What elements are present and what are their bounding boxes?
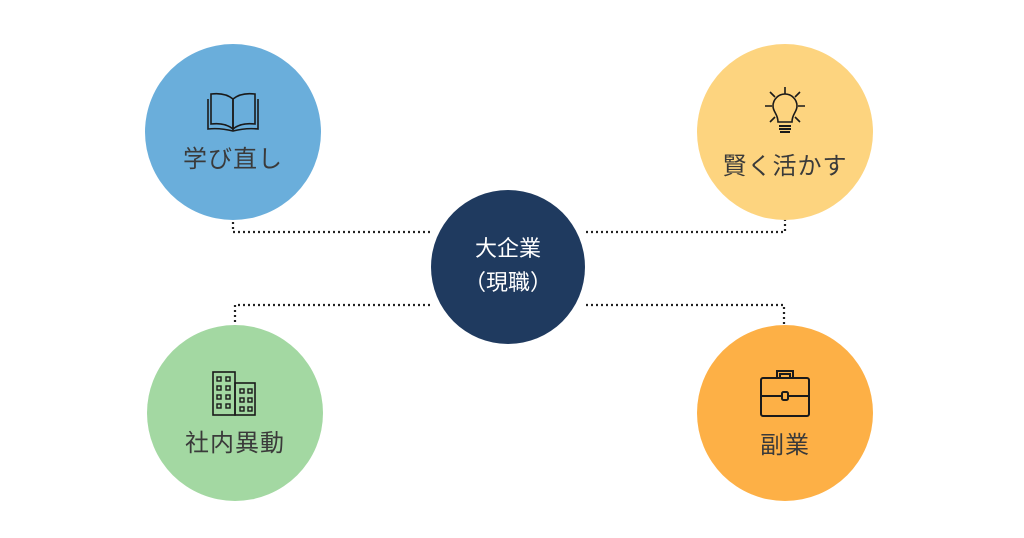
node-relearn: 学び直し <box>145 44 321 220</box>
node-label: 副業 <box>760 430 810 459</box>
center-label-line1: 大企業 <box>474 237 541 262</box>
connector-to-utilize <box>586 186 787 234</box>
node-label: 賢く活かす <box>722 151 848 180</box>
connector-to-transfer <box>233 303 430 364</box>
node-label: 学び直し <box>183 144 283 173</box>
connector-to-relearn <box>231 186 430 234</box>
briefcase-icon <box>760 369 810 417</box>
book-icon <box>207 92 259 132</box>
node-label: 社内異動 <box>185 428 285 457</box>
connector-to-sidejob <box>586 303 786 350</box>
building-icon <box>212 370 256 416</box>
node-utilize: 賢く活かす <box>697 44 873 220</box>
lightbulb-icon <box>765 86 805 133</box>
node-center-current-job: 大企業 （現職） <box>431 190 585 344</box>
center-label-line2: （現職） <box>463 271 552 296</box>
node-transfer: 社内異動 <box>147 325 323 501</box>
node-sidejob: 副業 <box>697 325 873 501</box>
